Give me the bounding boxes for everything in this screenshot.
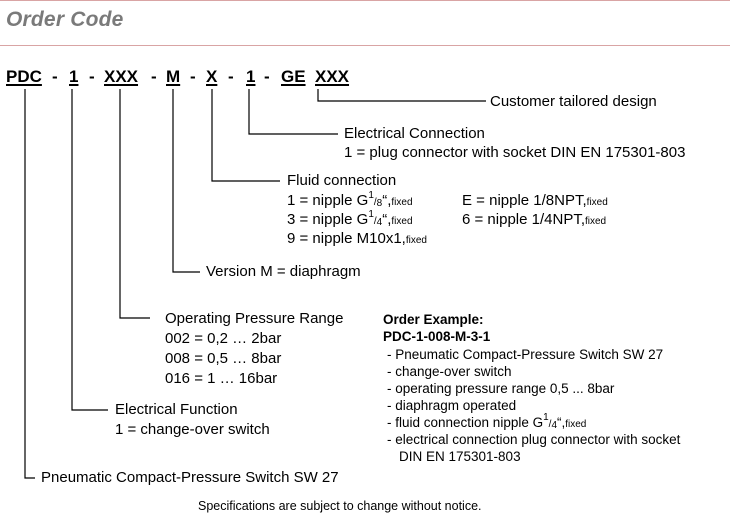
pressure-option-008: 008 = 0,5 … 8bar: [165, 350, 282, 367]
fluid-option-1-text: 1 = nipple G: [287, 192, 369, 209]
order-example-line: - change-over switch: [387, 364, 512, 379]
fluid-option-6: 6 = nipple 1/4NPT,fixed: [462, 211, 606, 228]
pressure-option-016: 016 = 1 … 16bar: [165, 370, 278, 387]
code-pressure: XXX: [104, 67, 139, 86]
code-pdc: PDC: [6, 67, 42, 86]
fluid-connection-heading: Fluid connection: [287, 172, 397, 189]
fluid-option-6-text: 6 = nipple 1/4NPT,: [462, 211, 585, 228]
code-customer: XXX: [315, 67, 350, 86]
code-sep: -: [89, 67, 95, 86]
code-sep: -: [228, 67, 234, 86]
fraction: 1/8: [368, 190, 383, 209]
line-customer: [317, 89, 486, 102]
code-fluid: X: [206, 67, 218, 86]
code-sep: -: [52, 67, 58, 86]
quote-mark: “,: [557, 415, 566, 430]
fraction: 1/4: [543, 412, 557, 431]
order-example-heading: Order Example:: [383, 312, 484, 327]
fixed-suffix: fixed: [391, 197, 413, 208]
customer-tailored-label: Customer tailored design: [490, 93, 657, 110]
fluid-option-9-text: 9 = nipple M10x1,: [287, 230, 406, 247]
line-pressure: [119, 89, 150, 319]
quote-mark: “,: [382, 211, 392, 228]
pressure-range-heading: Operating Pressure Range: [165, 310, 344, 327]
page-title: Order Code: [6, 8, 124, 31]
fixed-suffix: fixed: [585, 216, 607, 227]
version-label: Version M = diaphragm: [206, 263, 361, 280]
fraction-numerator: 1: [368, 190, 374, 201]
fraction-denominator: 4: [376, 217, 383, 228]
fraction-denominator: 4: [551, 420, 557, 431]
line-product: [24, 89, 35, 479]
fluid-option-1: 1 = nipple G1/8“,fixed: [287, 190, 413, 209]
code-sep: -: [190, 67, 196, 86]
fluid-option-e: E = nipple 1/8NPT,fixed: [462, 192, 608, 209]
fraction: 1/4: [368, 209, 383, 228]
order-example-code: PDC-1-008-M-3-1: [383, 329, 491, 344]
electrical-connection-option: 1 = plug connector with socket DIN EN 17…: [344, 144, 686, 161]
fixed-suffix: fixed: [565, 419, 587, 430]
fluid-option-3-text: 3 = nipple G: [287, 211, 369, 228]
pressure-option-002: 002 = 0,2 … 2bar: [165, 330, 282, 347]
top-rule: [0, 0, 730, 1]
order-example-line: - diaphragm operated: [387, 398, 517, 413]
order-example-line: DIN EN 175301-803: [399, 449, 521, 464]
fraction-numerator: 1: [543, 412, 549, 423]
code-function: 1: [69, 67, 79, 86]
fixed-suffix: fixed: [405, 235, 427, 246]
code-ge: GE: [281, 67, 306, 86]
code-sep: -: [151, 67, 157, 86]
code-electrical: 1: [246, 67, 256, 86]
code-version: M: [166, 67, 181, 86]
title-rule: [0, 45, 730, 46]
fraction-denominator: 8: [376, 198, 383, 209]
electrical-function-heading: Electrical Function: [115, 401, 238, 418]
fixed-suffix: fixed: [391, 216, 413, 227]
order-example-line: - Pneumatic Compact-Pressure Switch SW 2…: [387, 347, 664, 362]
line-fluid-connection: [211, 89, 280, 182]
footer-note: Specifications are subject to change wit…: [198, 499, 482, 513]
electrical-connection-heading: Electrical Connection: [344, 125, 485, 142]
order-example-line: - fluid connection nipple G1/4“,fixed: [387, 412, 587, 431]
line-electrical-connection: [248, 89, 338, 135]
fluid-option-9: 9 = nipple M10x1,fixed: [287, 230, 427, 247]
line-electrical-function: [71, 89, 108, 411]
fraction-numerator: 1: [368, 209, 374, 220]
fluid-option-e-text: E = nipple 1/8NPT,: [462, 192, 587, 209]
product-label: Pneumatic Compact-Pressure Switch SW 27: [41, 469, 339, 486]
fluid-option-3: 3 = nipple G1/4“,fixed: [287, 209, 413, 228]
line-version: [172, 89, 200, 273]
order-example-line: - electrical connection plug connector w…: [387, 432, 681, 447]
quote-mark: “,: [382, 192, 392, 209]
electrical-function-option: 1 = change-over switch: [115, 421, 270, 438]
order-example-line-text: - fluid connection nipple G: [387, 415, 544, 430]
fixed-suffix: fixed: [586, 197, 608, 208]
order-example-line: - operating pressure range 0,5 ... 8bar: [387, 381, 615, 396]
code-sep: -: [264, 67, 270, 86]
